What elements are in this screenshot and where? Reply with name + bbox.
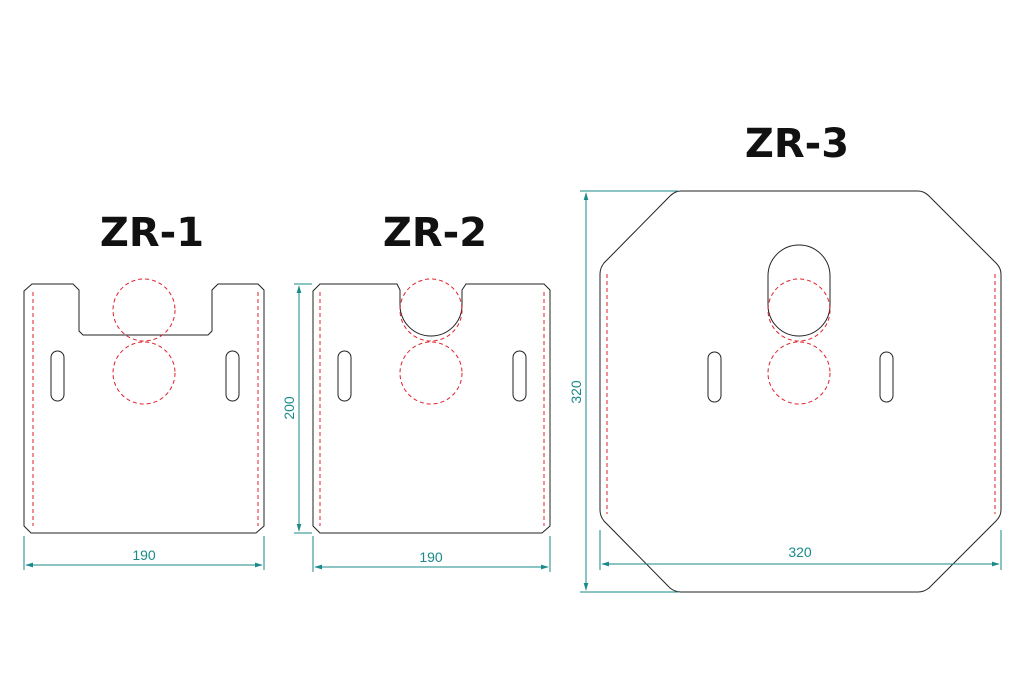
part-zr3-slot-left [707, 351, 722, 403]
part-zr2-title: ZR-2 [383, 210, 487, 256]
part-zr3-center-slot [767, 244, 831, 337]
part-zr3-hole-upper [767, 278, 831, 342]
part-zr2: ZR-2 200 190 [281, 210, 551, 572]
part-zr2-width-dimension: 190 [312, 536, 551, 572]
part-zr1-slot-left [50, 350, 65, 402]
part-zr1-title: ZR-1 [100, 210, 204, 256]
part-zr3-outline [599, 190, 1002, 593]
part-zr3-slot-right [879, 351, 894, 403]
part-zr1-slot-right [225, 350, 240, 402]
part-zr3-height-label: 320 [568, 380, 584, 404]
part-zr2-height-label: 200 [281, 396, 297, 420]
part-zr3-width-dimension: 320 [599, 530, 1002, 570]
part-zr3-width-label: 320 [788, 544, 812, 560]
part-zr2-height-dimension: 200 [281, 283, 312, 534]
part-zr1-width-dimension: 190 [23, 536, 265, 570]
part-zr2-hole-lower [399, 341, 463, 405]
part-zr1-hole-lower [112, 341, 176, 405]
part-zr1-width-label: 190 [132, 547, 156, 563]
part-zr2-slot-right [512, 350, 527, 402]
part-zr2-slot-left [337, 350, 352, 402]
part-zr2-hole-upper [399, 278, 463, 342]
part-zr2-width-label: 190 [419, 549, 443, 565]
part-zr2-outline [312, 283, 551, 534]
part-zr3-title: ZR-3 [745, 121, 849, 167]
part-zr1: ZR-1 190 [23, 210, 265, 570]
part-zr3-hole-lower [767, 341, 831, 405]
part-zr1-hole-upper [112, 278, 176, 342]
part-zr3-height-dimension: 320 [568, 190, 678, 593]
part-zr3: ZR-3 320 320 [568, 121, 1002, 593]
part-zr1-outline [23, 283, 265, 534]
